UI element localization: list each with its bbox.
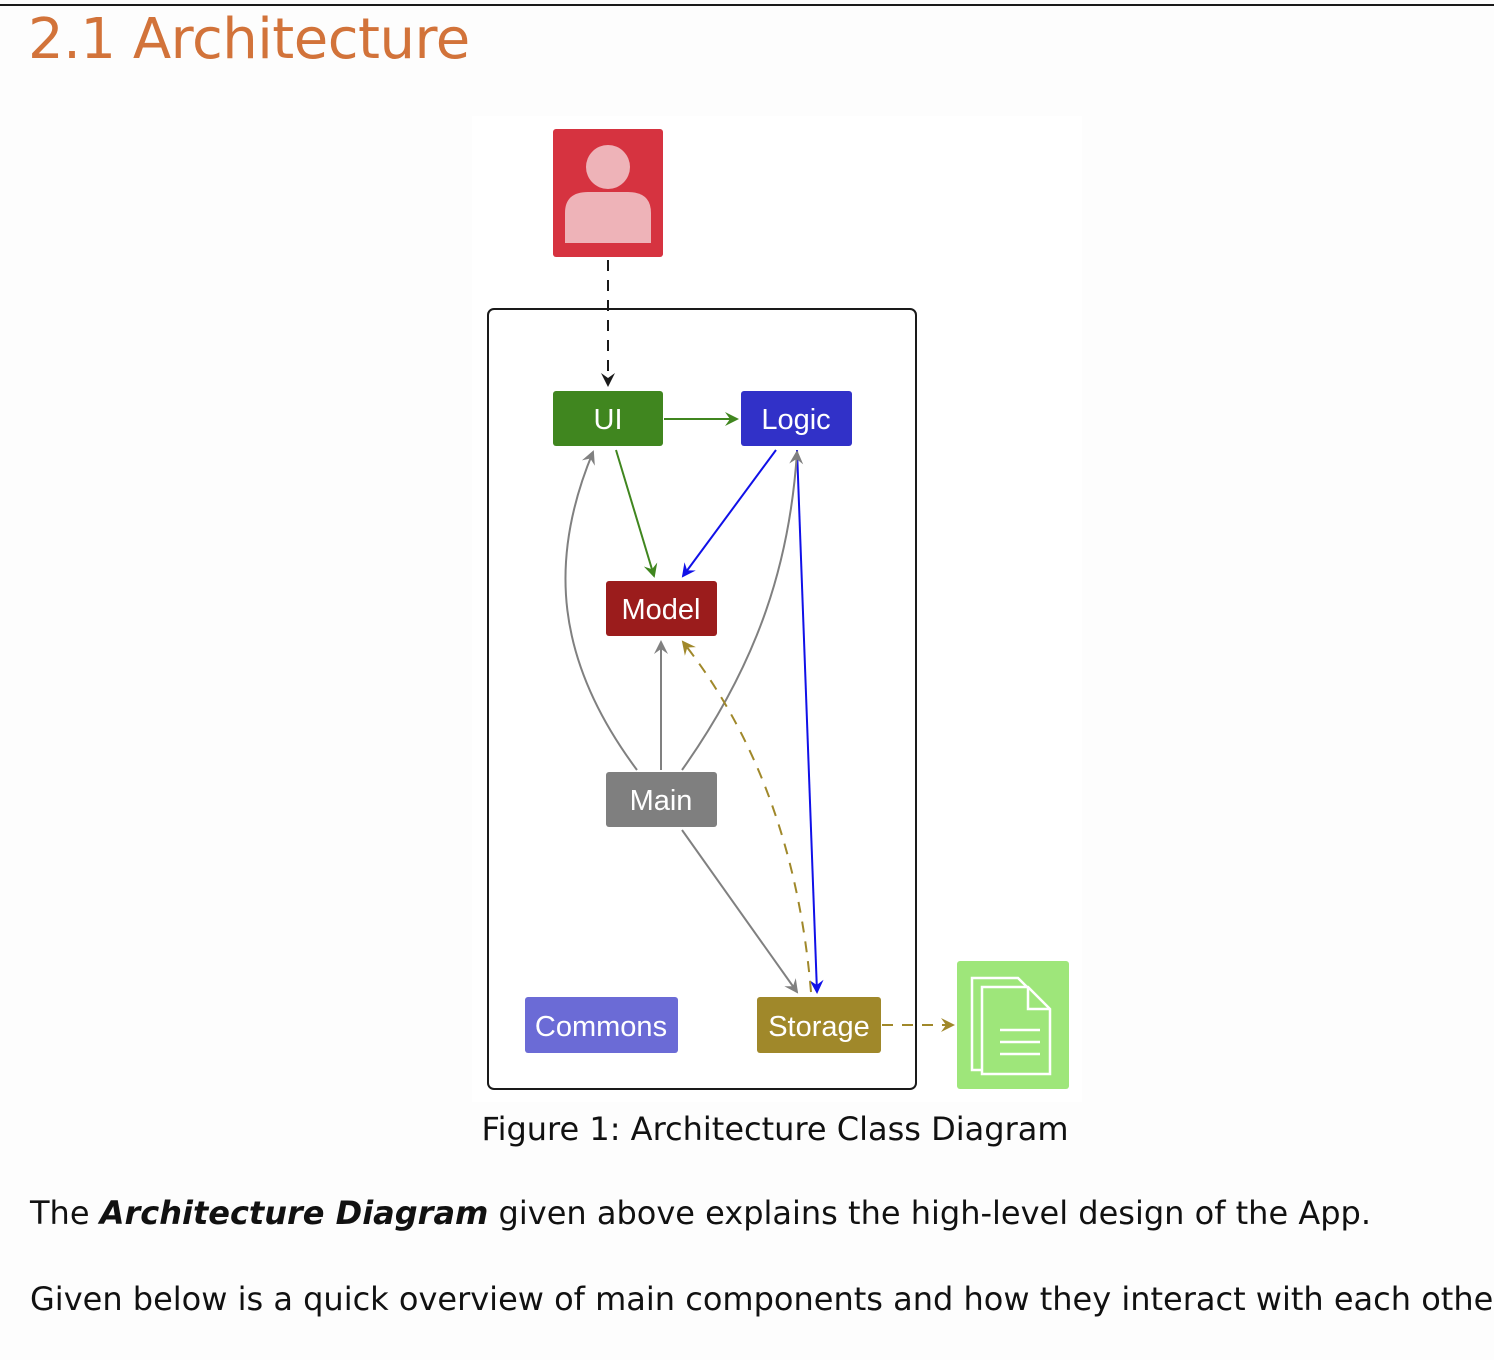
top-rule xyxy=(0,4,1494,6)
figure-caption: Figure 1: Architecture Class Diagram xyxy=(481,1110,1069,1148)
edge-main-to-storage xyxy=(681,829,799,994)
edge-main-to-ui xyxy=(564,450,638,771)
commons-node: Commons xyxy=(525,997,678,1053)
p1-emphasis: Architecture Diagram xyxy=(99,1194,489,1232)
ui-node: UI xyxy=(553,391,663,446)
user-icon xyxy=(553,129,663,257)
paragraph-components-overview: Given below is a quick overview of main … xyxy=(30,1280,1494,1318)
logic-node: Logic xyxy=(741,391,852,446)
main-node: Main xyxy=(606,772,717,827)
logic-node-label: Logic xyxy=(761,404,830,436)
commons-node-label: Commons xyxy=(535,1011,667,1043)
system-boundary xyxy=(487,308,917,1090)
edge-logic-to-model xyxy=(681,449,777,578)
ui-node-label: UI xyxy=(594,404,623,436)
edge-storage-to-model xyxy=(681,640,812,993)
p1-text-before: The xyxy=(30,1194,100,1232)
model-node-label: Model xyxy=(622,594,701,626)
architecture-diagram: UI Logic Model Main Commons Storage xyxy=(472,116,1082,1102)
storage-node-label: Storage xyxy=(768,1011,870,1043)
model-node: Model xyxy=(606,581,717,636)
edge-ui-to-model xyxy=(615,449,658,578)
p1-text-after: given above explains the high-level desi… xyxy=(488,1194,1371,1232)
edge-logic-to-storage xyxy=(796,449,824,994)
main-node-label: Main xyxy=(630,785,693,817)
document-icon xyxy=(957,961,1069,1089)
edge-main-to-logic xyxy=(681,450,804,771)
paragraph-architecture-intro: The Architecture Diagram given above exp… xyxy=(30,1190,1371,1236)
storage-node: Storage xyxy=(757,997,881,1053)
section-title: 2.1 Architecture xyxy=(28,7,470,72)
